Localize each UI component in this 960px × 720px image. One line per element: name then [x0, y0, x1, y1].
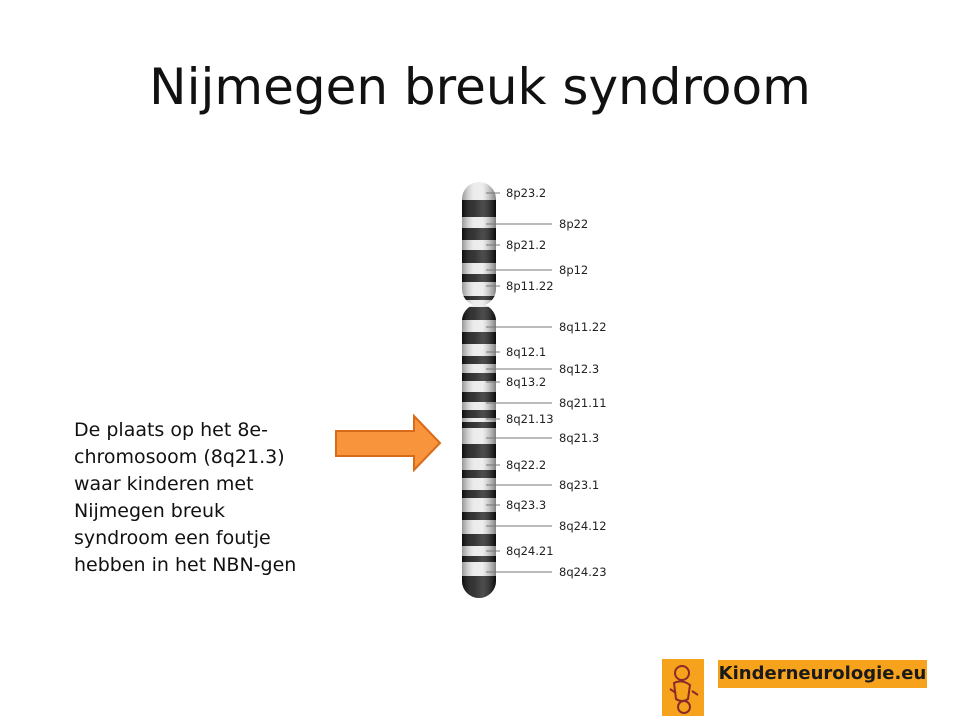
- band-label: 8q24.21: [506, 544, 554, 558]
- logo-icon: [662, 659, 704, 716]
- band-label: 8q13.2: [506, 375, 546, 389]
- chromosome-body: [462, 182, 496, 598]
- band-label: 8q12.1: [506, 345, 546, 359]
- band-label: 8q21.11: [559, 396, 607, 410]
- band-label: 8q22.2: [506, 458, 546, 472]
- description-text: De plaats op het 8e-chromosoom (8q21.3) …: [74, 419, 297, 576]
- band-label: 8p22: [559, 217, 588, 231]
- band-label: 8q23.3: [506, 498, 546, 512]
- band-label: 8p23.2: [506, 186, 546, 200]
- arrow-icon: [335, 413, 442, 473]
- band-label: 8q24.23: [559, 565, 607, 579]
- band-label: 8q11.22: [559, 320, 607, 334]
- band-label: 8p11.22: [506, 279, 554, 293]
- band-label: 8p12: [559, 263, 588, 277]
- band-labels: 8p23.2 8p22 8p21.2 8p12 8p11.22 8q11.22 8q12.1…: [486, 186, 607, 579]
- band-label: 8q21.3: [559, 431, 599, 445]
- logo-text: Kinderneurologie.eu: [718, 660, 927, 688]
- band-label: 8q24.12: [559, 519, 607, 533]
- band-label: 8p21.2: [506, 238, 546, 252]
- band-label: 8q12.3: [559, 362, 599, 376]
- band-label: 8q23.1: [559, 478, 599, 492]
- page-title: Nijmegen breuk syndroom: [149, 58, 811, 116]
- band-label: 8q21.13: [506, 412, 554, 426]
